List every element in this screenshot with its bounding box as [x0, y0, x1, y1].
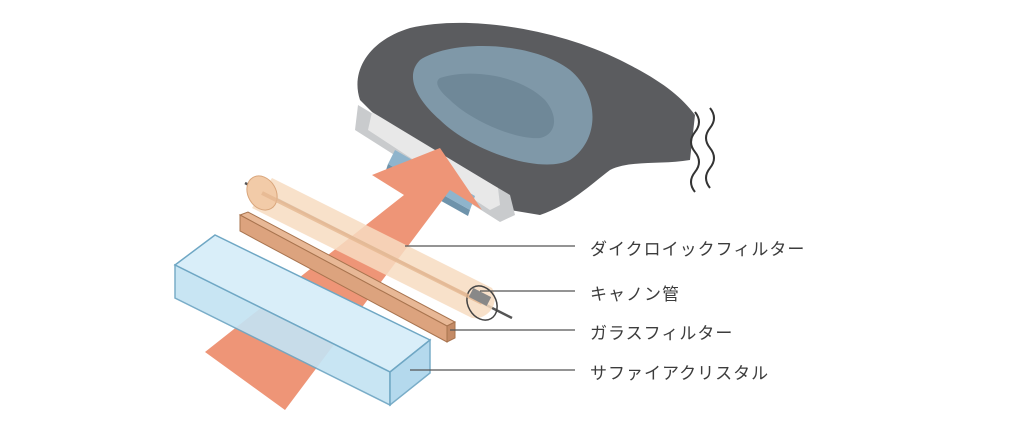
label-dichroic-filter: ダイクロイックフィルター [590, 240, 806, 260]
leader-lines [405, 245, 575, 371]
sapphire-crystal [173, 234, 432, 407]
label-glass-filter: ガラスフィルター [590, 324, 734, 344]
label-xenon-tube: キャノン管 [590, 285, 680, 305]
label-sapphire-crystal: サファイアクリスタル [590, 364, 770, 384]
xenon-tube [244, 175, 513, 321]
glass-filter [238, 211, 457, 343]
